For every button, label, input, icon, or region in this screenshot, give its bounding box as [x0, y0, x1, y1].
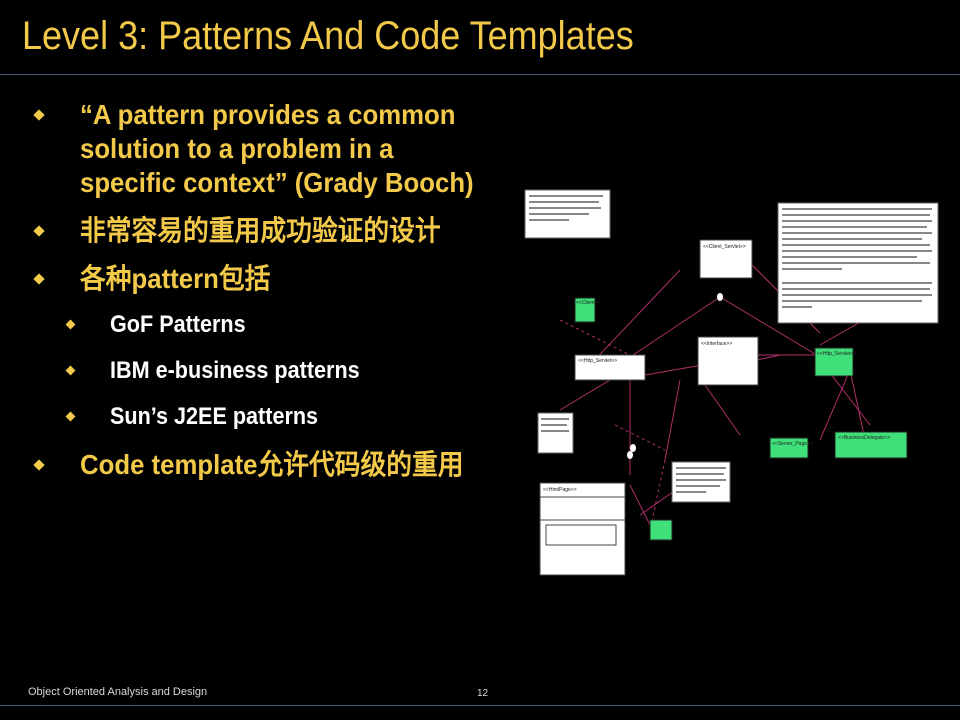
diamond-bullet-icon: [33, 225, 45, 237]
slide-title: Level 3: Patterns And Code Templates: [22, 14, 634, 58]
diagram-label-html-page: <<HtmlPage>>: [543, 487, 577, 493]
bullet-text: 非常容易的重用成功验证的设计: [80, 215, 441, 246]
diamond-bullet-icon: [65, 365, 76, 376]
bullet-item: 各种pattern包括: [30, 262, 530, 296]
diagram-label-client: <<Client>>: [576, 300, 601, 306]
diagram-label-business-delegate: <<BusinessDelegate>>: [838, 435, 890, 441]
page-number: 12: [477, 688, 489, 699]
diamond-bullet-icon: [33, 459, 45, 471]
bullet-text: 各种pattern包括: [80, 263, 271, 294]
title-divider: [0, 74, 960, 75]
diagram-label-client-servlet: <<Client_Servlet>>: [703, 244, 746, 250]
bullet-text: Code template允许代码级的重用: [80, 449, 464, 480]
bullet-item: “A pattern provides a common solution to…: [30, 98, 530, 200]
sub-bullet-item: Sun’s J2EE patterns: [30, 402, 530, 432]
sub-bullet-item: GoF Patterns: [30, 310, 530, 340]
bullet-item: Code template允许代码级的重用: [30, 448, 530, 482]
diamond-bullet-icon: [33, 273, 45, 285]
diamond-bullet-icon: [65, 319, 76, 330]
footer-course-title: Object Oriented Analysis and Design: [28, 686, 208, 698]
diamond-bullet-icon: [33, 109, 45, 121]
sub-bullet-text: Sun’s J2EE patterns: [110, 403, 319, 430]
diamond-bullet-icon: [65, 411, 76, 422]
uml-diagram-image: <<Client_Servlet>> <<Http_Servlet>> <<In…: [524, 189, 939, 576]
sub-bullet-item: IBM e-business patterns: [30, 356, 530, 386]
footer-divider: [0, 705, 960, 706]
sub-bullet-text: GoF Patterns: [110, 311, 246, 338]
diagram-label-http-servlet-b: <<Http_Servlet>>: [817, 351, 856, 357]
diagram-label-interface: <<Interface>>: [701, 341, 732, 347]
bullet-list: “A pattern provides a common solution to…: [30, 98, 530, 496]
diagram-label-http-servlet-a: <<Http_Servlet>>: [578, 358, 617, 364]
bullet-text: “A pattern provides a common solution to…: [80, 99, 474, 198]
sub-bullet-text: IBM e-business patterns: [110, 357, 360, 384]
bullet-item: 非常容易的重用成功验证的设计: [30, 214, 530, 248]
diagram-label-server-page: <<Server_Page>>: [772, 441, 813, 447]
